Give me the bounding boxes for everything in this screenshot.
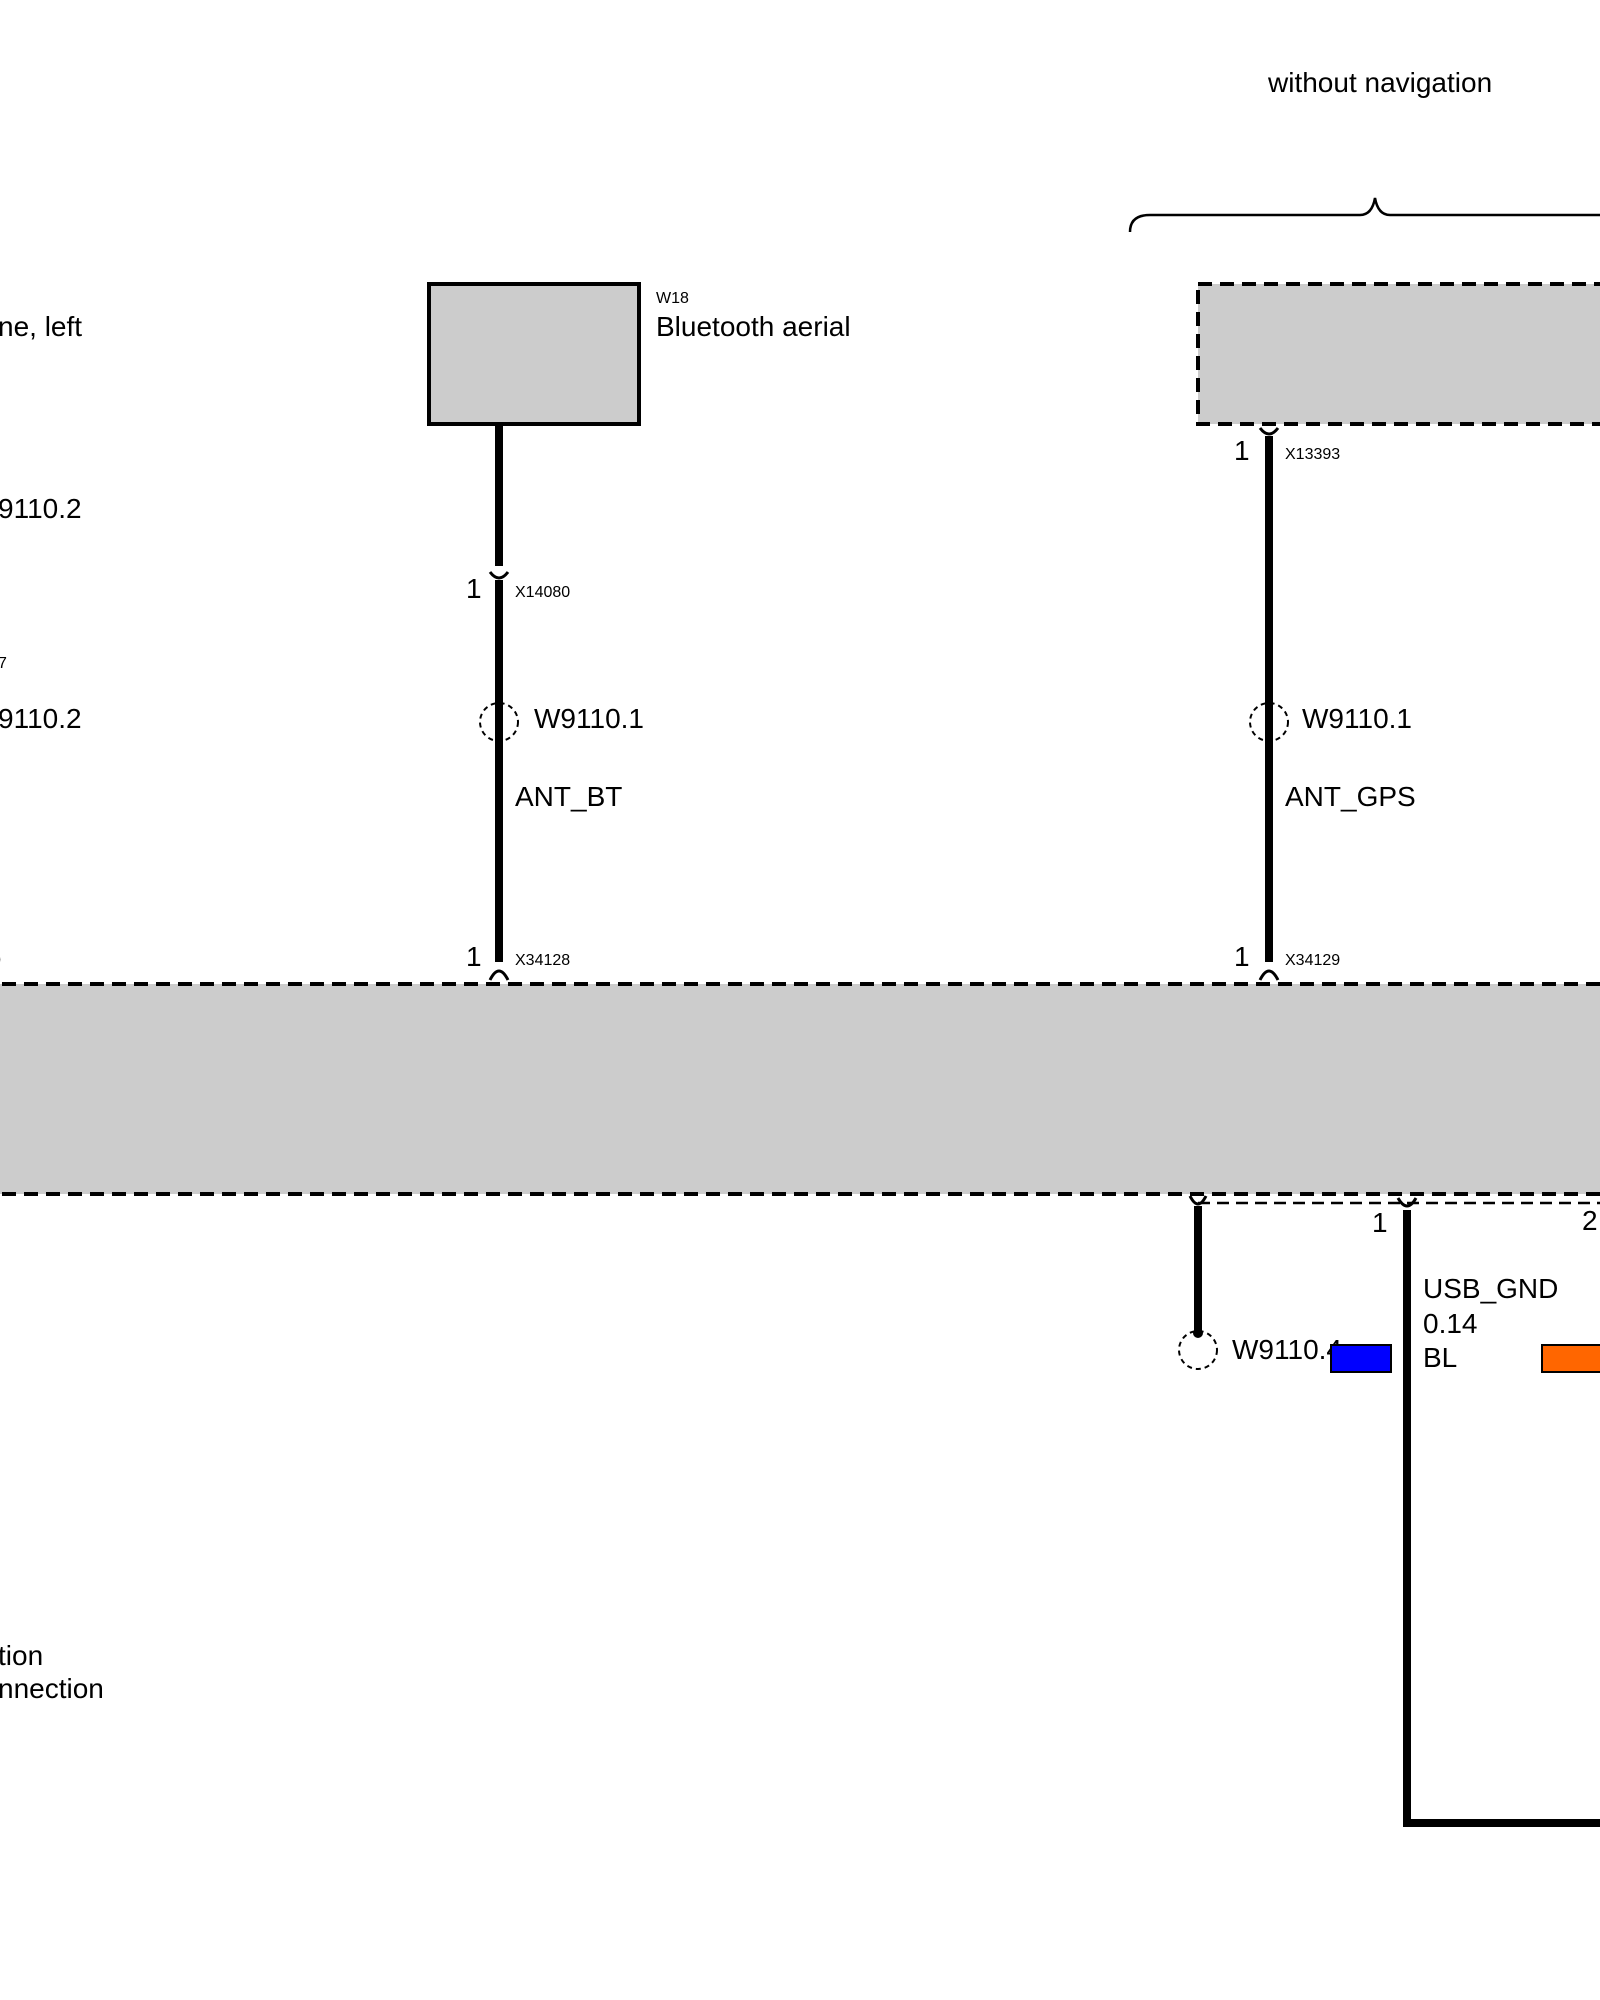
left-label-small-b: 0 [0,952,1,969]
usb-pin1-symbol [1396,1197,1418,1208]
usb-gnd-wire [1403,1210,1600,1827]
lower-shield-icon [1178,1330,1218,1370]
usb-pin2-label: 2 [1582,1205,1598,1236]
bluetooth-aerial-code: W18 [656,290,689,307]
x14080-id: X14080 [515,584,570,601]
bt-shield-label: W9110.1 [534,703,644,734]
usb-gnd-color-code: BL [1423,1342,1457,1373]
group-label: without navigation [1267,67,1492,98]
bluetooth-aerial-name: Bluetooth aerial [656,311,851,342]
usb-gnd-signal: USB_GND [1423,1273,1558,1304]
wire-color-swatch-orange [1541,1344,1600,1373]
left-label-top: ne, left [0,311,82,342]
x34129-pin: 1 [1234,941,1250,972]
x34128-connector-symbol [488,969,510,981]
x13393-pin: 1 [1234,435,1250,466]
left-label-wire-b: 9110.2 [0,703,82,734]
left-label-small-a: 7 [0,655,7,672]
x34129-id: X34129 [1285,952,1340,969]
x14080-connector-symbol [488,571,510,580]
usb-pin1-label: 1 [1372,1207,1388,1238]
lower-shield-label: W9110.4 [1232,1334,1342,1365]
gps-antenna-box [1196,282,1600,426]
gps-signal-label: ANT_GPS [1285,781,1416,812]
group-brace [1128,197,1600,233]
left-label-bottom-1: tion [0,1640,43,1671]
gps-shield-icon [1249,702,1289,742]
gps-shield-label: W9110.1 [1302,703,1412,734]
left-label-wire-a: 9110.2 [0,493,82,524]
x34129-connector-symbol [1258,969,1280,981]
left-label-bottom-2: nnection [0,1673,104,1704]
x34128-pin: 1 [466,941,482,972]
x13393-connector-symbol [1258,427,1280,436]
x14080-pin: 1 [466,573,482,604]
bt-signal-label: ANT_BT [515,781,622,812]
lower-shield-dot [1193,1328,1203,1338]
usb-gnd-gauge: 0.14 [1423,1308,1478,1339]
x13393-id: X13393 [1285,446,1340,463]
x34128-id: X34128 [515,952,570,969]
wire-color-swatch-blue [1330,1344,1392,1373]
bluetooth-aerial-box [427,282,641,426]
bt-shield-icon [479,702,519,742]
head-unit-box [0,982,1600,1196]
